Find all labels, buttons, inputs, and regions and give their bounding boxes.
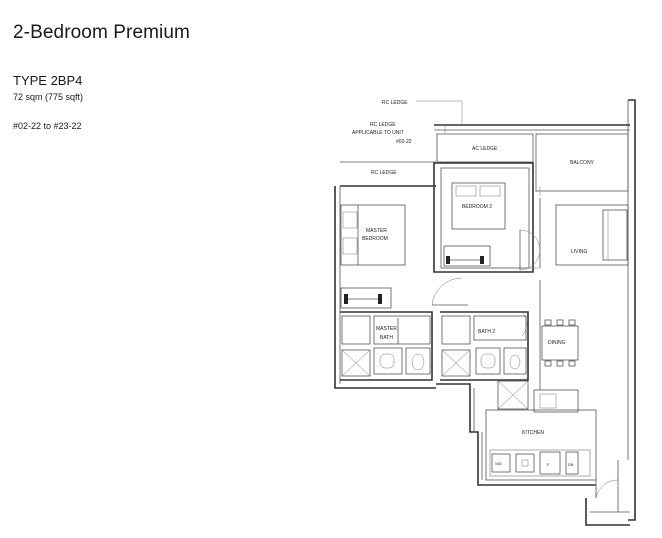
- label-db: DB: [568, 462, 574, 467]
- label-ac-ledge: AC LEDGE: [472, 146, 498, 152]
- bedroom2-room: [433, 162, 541, 273]
- label-bath2: BATH 2: [478, 329, 495, 335]
- label-bedroom2: BEDROOM 2: [462, 204, 492, 210]
- rc-ledge-leader: [416, 100, 463, 133]
- master-bedroom-room: [340, 204, 468, 309]
- label-living: LIVING: [571, 249, 588, 255]
- unit-type-code: TYPE 2BP4: [13, 73, 83, 88]
- dining-area: [539, 280, 579, 390]
- label-rc-ledge-left: RC LEDGE: [371, 170, 397, 176]
- label-fridge: F: [547, 462, 550, 467]
- label-kitchen: KITCHEN: [522, 430, 544, 436]
- unit-area: 72 sqm (775 sqft): [13, 92, 84, 102]
- label-washer: WD: [495, 461, 502, 466]
- page-title: 2-Bedroom Premium: [13, 22, 190, 43]
- label-rc-ledge-top: RC LEDGE: [382, 100, 408, 106]
- master-bath-room: [340, 311, 433, 381]
- label-master-bedroom-2: BEDROOM: [362, 236, 388, 242]
- label-balcony: BALCONY: [570, 160, 595, 166]
- label-master-bath-1: MASTER: [376, 326, 397, 332]
- label-master-bath-2: BATH: [380, 335, 393, 341]
- kitchen-area: [485, 380, 619, 512]
- label-rc-ledge-unit-1: RC LEDGE: [370, 122, 396, 128]
- label-rc-ledge-unit-3: #02-22: [396, 139, 412, 145]
- label-rc-ledge-unit-2: APPLICABLE TO UNIT: [352, 130, 404, 136]
- label-dining: DINING: [548, 340, 566, 346]
- living-room: [528, 198, 629, 269]
- label-master-bedroom-1: MASTER: [366, 228, 387, 234]
- applicable-units: #02-22 to #23-22: [13, 121, 82, 131]
- bath2-room: [440, 311, 529, 381]
- ac-ledge-area: [436, 133, 534, 163]
- balcony-area: [535, 133, 629, 196]
